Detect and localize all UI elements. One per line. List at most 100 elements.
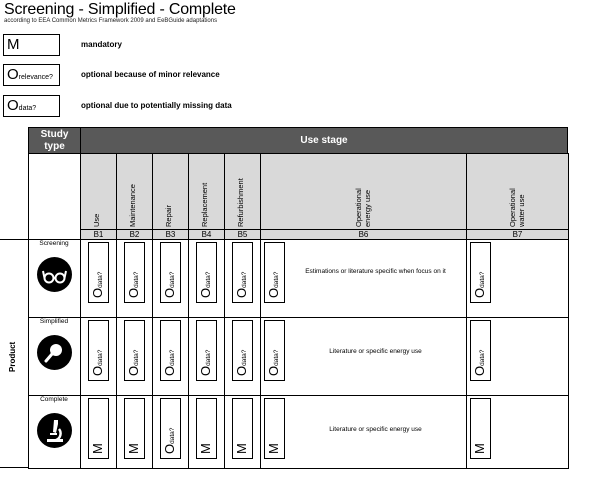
marker-sub: data? [479,271,486,288]
table-cell [260,239,467,318]
marker-sub: data? [97,271,104,288]
column-label: Operational energy use [354,188,372,227]
marker-letter: O [266,287,281,298]
marker-text: Odata? [472,271,489,298]
marker-text: Odata? [198,271,215,298]
optional-data-marker: Odata? [160,398,181,459]
marker-sub: data? [97,349,104,366]
marker-letter: M [126,443,141,454]
mandatory-marker: M [88,398,109,459]
marker-sub: data? [169,427,176,444]
marker-text: Odata? [266,349,283,376]
column-label: Operational water use [508,188,526,227]
marker-letter: O [266,365,281,376]
marker-sub: data? [205,271,212,288]
marker-letter: M [234,443,249,454]
marker-text: M [234,443,251,454]
marker-letter: M [472,443,487,454]
marker-letter: O [198,287,213,298]
magnifier-icon [37,335,72,370]
legend-symbol-sub: data? [18,105,37,112]
legend-symbol: Odata? [7,97,36,118]
glasses-icon [37,257,72,292]
page-subtitle: according to EEA Common Metrics Framewor… [4,18,218,24]
marker-text: M [472,443,489,454]
optional-data-marker: Odata? [196,320,217,381]
marker-sub: data? [169,349,176,366]
mandatory-marker: M [232,398,253,459]
marker-text: Odata? [234,349,251,376]
optional-data-marker: Odata? [264,320,285,381]
optional-data-marker: Odata? [88,320,109,381]
marker-text: M [266,443,283,454]
marker-letter: O [126,287,141,298]
column-label: Replacement [200,182,209,227]
marker-sub: data? [133,349,140,366]
marker-sub: data? [205,349,212,366]
marker-letter: O [198,365,213,376]
column-header-cell [188,153,225,230]
b6-note: Estimations or literature specific when … [305,268,446,275]
marker-letter: M [90,443,105,454]
legend-symbol: Orelevance? [7,66,53,87]
optional-data-marker: Odata? [470,320,491,381]
marker-text: Odata? [162,349,179,376]
optional-data-marker: Odata? [232,242,253,303]
legend-symbol-letter: O [7,66,19,83]
column-header-cell [466,153,569,230]
legend-symbol-letter: O [7,97,19,114]
marker-letter: M [198,443,213,454]
marker-text: Odata? [162,427,179,454]
column-label: Use [92,213,101,227]
marker-letter: M [266,443,281,454]
b6-note: Literature or specific energy use [329,426,422,433]
marker-letter: O [126,365,141,376]
mandatory-marker: M [264,398,285,459]
marker-letter: O [162,443,177,454]
table-cell [260,317,467,396]
marker-text: M [90,443,107,454]
legend-text: optional because of minor relevance [81,70,220,79]
marker-sub: data? [273,349,280,366]
optional-data-marker: Odata? [264,242,285,303]
mandatory-marker: M [196,398,217,459]
marker-text: Odata? [198,349,215,376]
mandatory-marker: M [124,398,145,459]
study-level-label: Simplified [39,318,69,325]
marker-sub: data? [479,349,486,366]
marker-letter: O [162,287,177,298]
marker-text: Odata? [472,349,489,376]
legend-symbol: M [7,36,20,57]
column-label: Maintenance [128,184,137,227]
marker-letter: O [234,365,249,376]
optional-data-marker: Odata? [160,320,181,381]
study-type-blank-cell [28,153,81,240]
marker-sub: data? [273,271,280,288]
marker-letter: O [90,365,105,376]
marker-letter: O [90,287,105,298]
optional-data-marker: Odata? [160,242,181,303]
legend-symbol-box: Orelevance? [3,64,60,86]
legend-symbol-sub: relevance? [18,74,53,81]
legend-text: optional due to potentially missing data [81,101,232,110]
marker-letter: O [234,287,249,298]
page-title: Screening - Simplified - Complete [4,1,236,18]
marker-sub: data? [169,271,176,288]
marker-sub: data? [241,349,248,366]
study-type-header: Study type [28,127,81,154]
column-label: Refurbishment [236,178,245,227]
b6-note: Literature or specific energy use [329,348,422,355]
marker-text: Odata? [126,349,143,376]
mandatory-marker: M [470,398,491,459]
optional-data-marker: Odata? [124,242,145,303]
marker-sub: data? [241,271,248,288]
marker-text: M [198,443,215,454]
marker-letter: O [472,287,487,298]
microscope-icon [37,413,72,448]
optional-data-marker: Odata? [196,242,217,303]
marker-text: Odata? [90,349,107,376]
marker-sub: data? [133,271,140,288]
legend-symbol-box: M [3,34,60,56]
legend-symbol-letter: M [7,36,20,53]
marker-text: Odata? [266,271,283,298]
